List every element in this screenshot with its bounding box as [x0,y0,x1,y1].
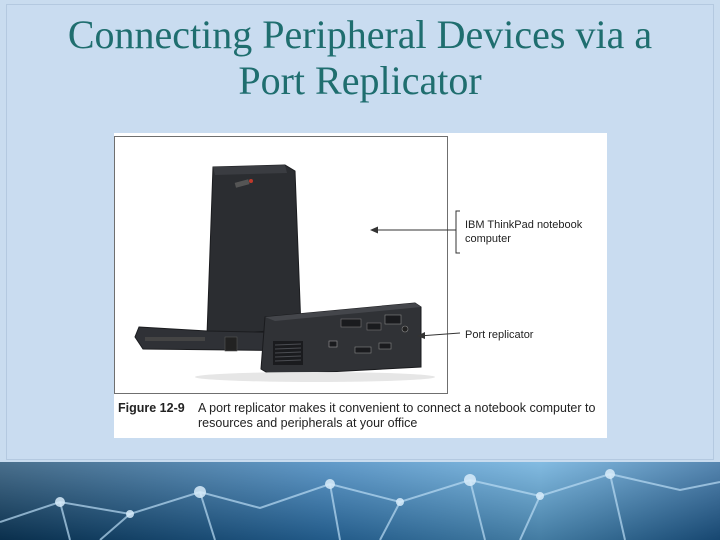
caption-text: A port replicator makes it convenient to… [198,401,596,430]
notebook-callout-bracket [455,210,460,254]
decorative-footer-banner [0,462,720,540]
callout-lines [370,210,461,339]
molecule-pattern [0,472,720,540]
figure: IBM ThinkPad notebook computer Port repl… [114,133,607,438]
callout-label-notebook: IBM ThinkPad notebook computer [465,219,583,245]
callout-label-port-replicator: Port replicator [465,329,534,341]
figure-number: Figure 12-9 [118,401,185,415]
laptop-with-port-replicator-image [115,137,447,393]
laptop-photo [114,136,448,394]
slide-title-line-2: Port Replicator [238,58,482,103]
slide-title-line-1: Connecting Peripheral Devices via a [67,12,653,57]
port-callout-arrow [418,332,461,337]
slide-title: Connecting Peripheral Devices via a Port… [0,12,720,104]
